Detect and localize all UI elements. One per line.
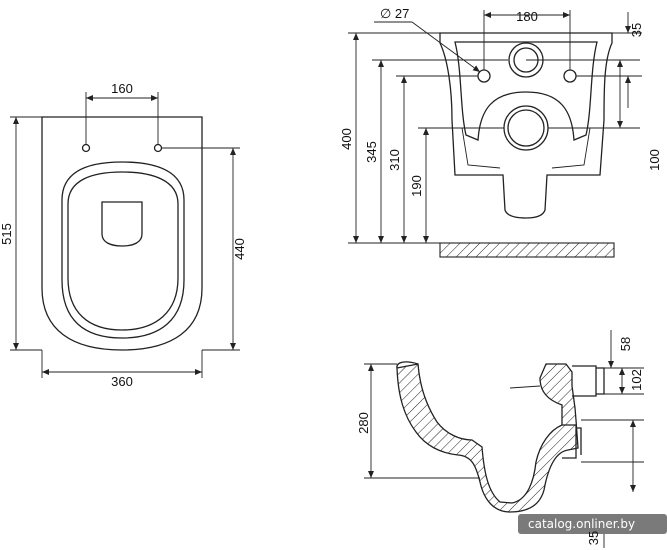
watermark-background <box>518 514 667 534</box>
outlet-ring-inner <box>507 109 545 147</box>
side-view: 280 58 102 <box>356 330 644 548</box>
dim-label-outlet-offset-side: 35 <box>586 531 601 545</box>
hole-leader <box>411 21 481 73</box>
seat-inner <box>67 171 179 331</box>
dim-label-bowl-length: 440 <box>232 238 247 260</box>
rear-channel-right <box>551 127 591 169</box>
dim-label-height-310: 310 <box>387 149 402 171</box>
outlet-ring-outer <box>503 105 549 151</box>
bowl-outline <box>41 116 203 351</box>
rear-channel-left <box>461 127 501 169</box>
rear-view: ∅ 27 180 35 100 400 345 310 190 <box>339 6 662 258</box>
watermark-text: catalog.onliner.by <box>528 517 635 531</box>
top-view: 160 515 440 360 <box>0 81 247 389</box>
dim-label-height-345: 345 <box>364 141 379 163</box>
dim-label-inlet-height: 102 <box>629 369 644 391</box>
dim-label-hole-spacing-rear: 180 <box>516 9 538 24</box>
dim-label-hole-spacing: 160 <box>111 81 133 96</box>
seat-ring <box>61 161 185 339</box>
rear-hole-right <box>563 69 577 83</box>
dim-label-side-height: 280 <box>356 412 371 434</box>
bowl-rim <box>396 361 419 369</box>
floor-section <box>439 242 615 258</box>
dim-label-outlet-offset: 100 <box>647 149 662 171</box>
dim-label-hole-diameter: ∅ 27 <box>380 6 409 21</box>
watermark: catalog.onliner.by 35 <box>518 514 667 545</box>
rear-outline <box>439 32 613 219</box>
rim-inner-line <box>509 385 541 389</box>
dim-label-hole-offset: 35 <box>629 23 644 37</box>
dim-label-inlet-offset: 58 <box>618 337 633 351</box>
dim-label-height-400: 400 <box>339 128 354 150</box>
rear-inner-arch <box>454 41 598 141</box>
inlet-spigot <box>572 365 605 397</box>
dim-label-bowl-width: 360 <box>111 374 133 389</box>
fixing-hole-left <box>81 143 91 153</box>
fixing-hole-right <box>153 143 163 153</box>
bowl-opening <box>101 201 143 247</box>
dim-label-height-190: 190 <box>409 175 424 197</box>
dim-label-overall-length: 515 <box>0 223 14 245</box>
bowl-section-hatched <box>396 363 579 513</box>
outlet-spigot <box>562 424 582 459</box>
